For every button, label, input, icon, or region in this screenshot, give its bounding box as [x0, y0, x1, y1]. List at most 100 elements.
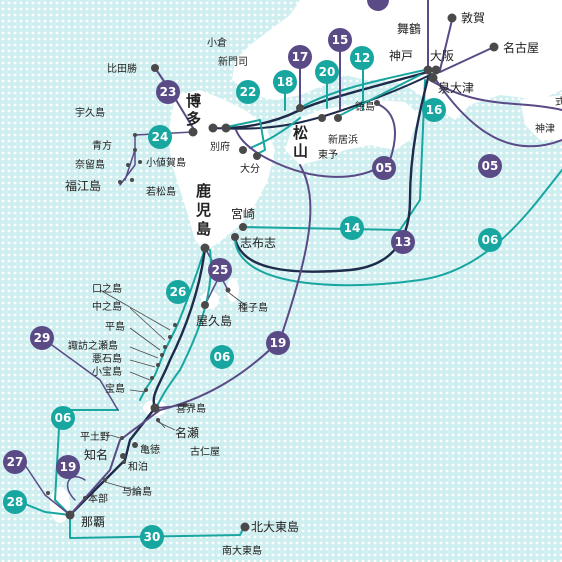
label-toyo: 東予 [318, 148, 338, 161]
badge-r27: 27 [3, 450, 27, 474]
label-nakanoshima: 中之島 [92, 300, 122, 313]
badge-r26: 26 [166, 280, 190, 304]
label-kobe: 神戸 [389, 49, 413, 63]
badge-r29: 29 [30, 326, 54, 350]
svg-text:14: 14 [344, 221, 361, 235]
land-honshu [232, 0, 562, 120]
label-kobe-edge: 神津 [535, 122, 555, 135]
port-naze [150, 403, 160, 413]
label-kuchinoshima: 口之島 [92, 282, 122, 295]
route-badges: 16 15 12 17 20 18 22 23 24 05 05 14 13 0… [3, 0, 502, 549]
label-izumiotsu: 泉大津 [438, 81, 474, 95]
label-hetono: 平土野 [80, 430, 110, 443]
label-yoron: 与論島 [122, 485, 152, 498]
route-line-osaka-shinmoji [211, 73, 433, 130]
badge-r19a: 19 [266, 331, 290, 355]
svg-text:06: 06 [55, 411, 72, 425]
port-yakushima [201, 301, 209, 309]
svg-text:29: 29 [34, 331, 51, 345]
label-maizuru: 舞鶴 [397, 21, 421, 36]
ports [46, 13, 499, 532]
badge-r16: 16 [422, 98, 446, 122]
badge-r14: 14 [340, 216, 364, 240]
port-toyo [318, 114, 326, 122]
port-osaka [431, 65, 441, 75]
port-tokushima [374, 100, 380, 106]
svg-text:19: 19 [270, 336, 287, 350]
port-izumiotsu [428, 73, 438, 83]
route-line-22 [221, 119, 266, 156]
label-china: 知名 [84, 447, 108, 462]
port-takara [144, 388, 148, 392]
label-kikai: 喜界島 [176, 402, 206, 415]
label-naru: 奈留島 [75, 158, 105, 171]
svg-text:26: 26 [170, 285, 187, 299]
svg-text:06: 06 [214, 350, 231, 364]
label-suwanose: 諏訪之瀬島 [68, 339, 118, 352]
place-labels: 舞鶴 敦賀 神戸 大阪 泉大津 名古屋 式 神津 小倉 新門司 比田勝 博 多 … [65, 10, 562, 557]
label-hakata-2: 多 [186, 110, 201, 128]
routes [19, 0, 562, 539]
badge-r28: 28 [3, 490, 27, 514]
svg-text:17: 17 [292, 50, 309, 64]
label-wadomari: 和泊 [128, 461, 148, 473]
svg-text:05: 05 [376, 161, 393, 175]
port-kokura [208, 123, 218, 133]
port-tairajima [163, 345, 167, 349]
badge-r06c: 06 [51, 406, 75, 430]
route-line-kobe-toyo [334, 74, 421, 119]
leader-lines [99, 289, 246, 493]
badge-r13: 13 [391, 230, 415, 254]
svg-text:15: 15 [332, 33, 349, 47]
label-kokura: 小倉 [207, 36, 227, 49]
port-akuseki [156, 363, 160, 367]
port-matsuyama [296, 104, 304, 112]
label-kametoku: 亀徳 [140, 443, 160, 456]
badge-r18: 18 [273, 70, 297, 94]
svg-text:25: 25 [212, 263, 229, 277]
port-niihama [334, 114, 342, 122]
port-beppu [239, 146, 247, 154]
badge-top-edge [367, 0, 389, 11]
port-ukujima [133, 133, 137, 137]
port-shinmoji [221, 123, 231, 133]
label-osaka: 大阪 [430, 49, 454, 63]
route-line-06-south [154, 249, 212, 411]
svg-text:18: 18 [277, 75, 294, 89]
svg-text:12: 12 [354, 51, 371, 65]
svg-text:28: 28 [7, 495, 24, 509]
port-motobu [83, 496, 87, 500]
port-china [120, 453, 126, 459]
port-fukue [118, 180, 122, 184]
route-line-29 [44, 339, 119, 411]
label-motobu: 本部 [88, 492, 108, 505]
port-yoron [103, 478, 107, 482]
badge-r12: 12 [350, 46, 374, 70]
label-kagoshima-3: 島 [196, 220, 211, 238]
port-kikai [182, 402, 188, 408]
port-kuchinoshima [173, 323, 177, 327]
port-suwanose [160, 353, 164, 357]
badge-r22: 22 [236, 80, 260, 104]
route-line-19-okinawa [66, 476, 86, 501]
svg-text:27: 27 [7, 455, 24, 469]
label-yakushima: 屋久島 [196, 313, 232, 328]
label-kitadaito: 北大東島 [251, 519, 299, 534]
svg-text:22: 22 [240, 85, 257, 99]
label-miyazaki: 宮崎 [231, 206, 255, 221]
badge-r20: 20 [315, 60, 339, 84]
route-line-05-west [235, 102, 396, 178]
port-miyazaki [239, 223, 247, 231]
svg-text:23: 23 [160, 85, 177, 99]
route-line-beppu-matsuyama [249, 117, 301, 149]
port-wakamatsu [130, 178, 134, 182]
badge-r05b: 05 [478, 154, 502, 178]
port-naru [126, 163, 130, 167]
port-tanegashima [225, 287, 231, 293]
route-line-nagoya [439, 46, 495, 73]
port-kobe [423, 65, 433, 75]
port-nagoya [489, 42, 499, 52]
badge-r24: 24 [148, 125, 172, 149]
